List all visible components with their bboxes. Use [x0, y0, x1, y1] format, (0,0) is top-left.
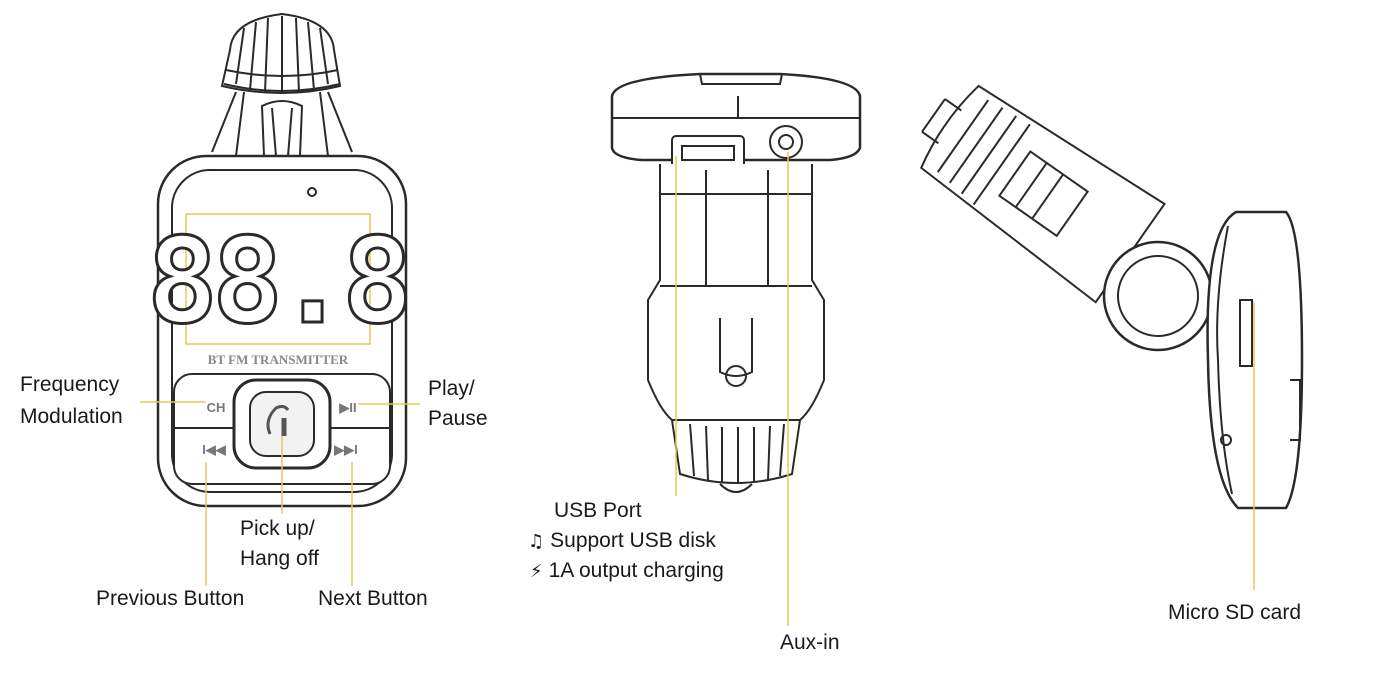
- label-aux-in: Aux-in: [780, 631, 840, 654]
- label-charging: ⚡1A output charging: [530, 558, 724, 585]
- display-digits: 88.8: [147, 212, 407, 350]
- play-key[interactable]: ▶II: [338, 400, 356, 415]
- label-frequency-line2: Modulation: [20, 405, 123, 428]
- label-next-button: Next Button: [318, 587, 428, 610]
- music-note-icon: ♫: [528, 531, 545, 552]
- front-top-cap: [220, 12, 342, 94]
- label-pickup-line2: Hang off: [240, 547, 320, 570]
- label-play-line2: Pause: [428, 407, 488, 430]
- front-view: 88.8 BT FM TRANSMITTER CH ▶II I◀◀ ▶▶I: [145, 12, 415, 508]
- label-previous-button: Previous Button: [96, 587, 245, 610]
- next-key[interactable]: ▶▶I: [333, 442, 358, 457]
- lightning-icon: ⚡: [530, 561, 543, 582]
- aux-jack: [769, 125, 803, 159]
- side-plug: [647, 164, 825, 421]
- front-neck: [211, 91, 353, 157]
- label-play-line1: Play/: [428, 377, 475, 400]
- label-usb-port: USB Port: [554, 499, 642, 522]
- pivot-ring: [1102, 240, 1214, 352]
- label-frequency-line1: Frequency: [20, 373, 120, 396]
- display-window: [185, 213, 371, 345]
- charging-text: 1A output charging: [548, 559, 724, 582]
- angled-display: [1206, 210, 1304, 510]
- phone-mic-icon: [266, 404, 290, 436]
- label-pickup-line1: Pick up/: [240, 517, 315, 540]
- label-usb-disk: ♫Support USB disk: [528, 528, 716, 555]
- label-micro-sd: Micro SD card: [1168, 601, 1302, 624]
- callout-lines: [140, 152, 1255, 626]
- side-view: [610, 72, 862, 493]
- prev-key[interactable]: I◀◀: [202, 442, 227, 457]
- brand-text: BT FM TRANSMITTER: [208, 352, 349, 367]
- usb-disk-text: Support USB disk: [550, 529, 716, 552]
- ch-key[interactable]: CH: [207, 400, 226, 415]
- microsd-slot: [1239, 299, 1253, 367]
- angled-view: [919, 84, 1304, 510]
